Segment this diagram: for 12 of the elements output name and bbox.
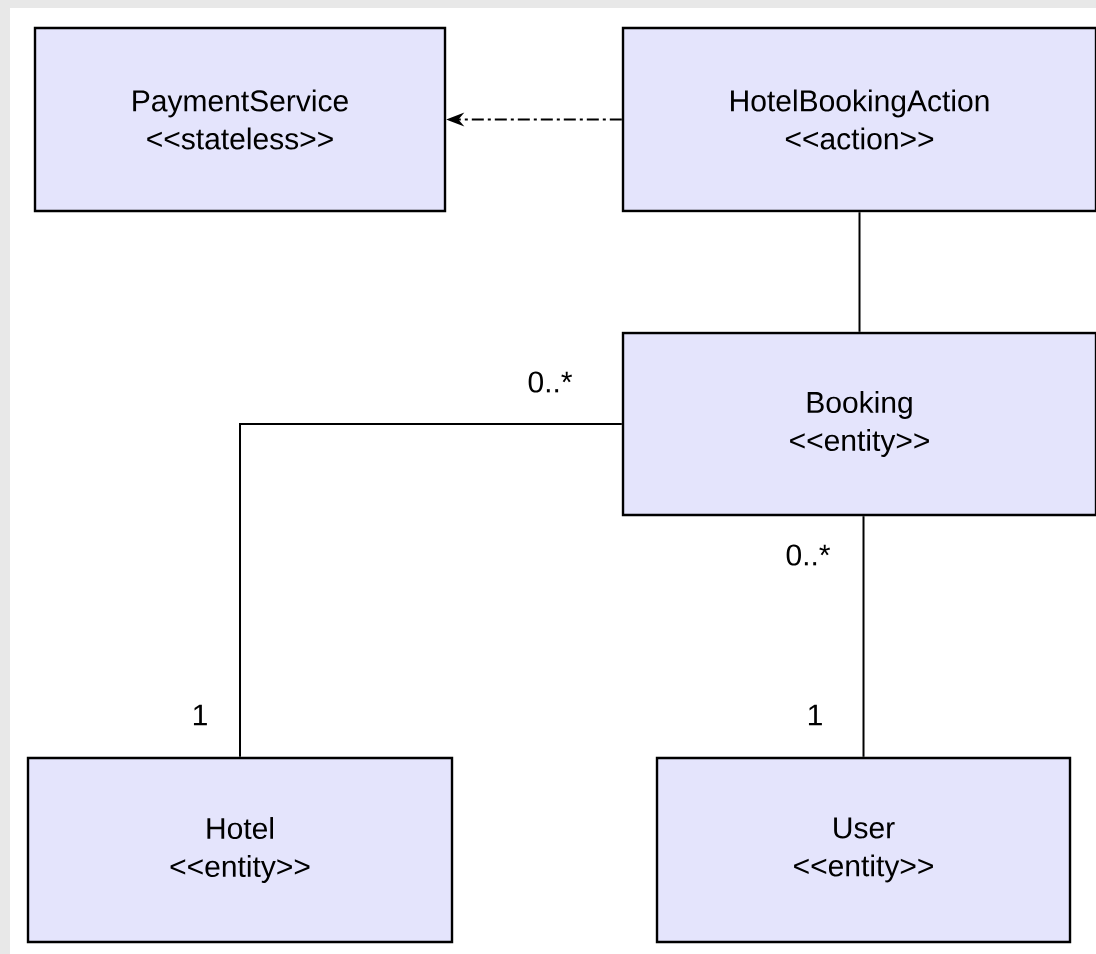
multiplicity-label: 0..*: [528, 371, 573, 393]
multiplicity-label: 1: [808, 704, 822, 726]
class-box: HotelBookingAction <<action>>: [621, 26, 1096, 213]
association-line: [862, 515, 865, 758]
association-line: [239, 423, 623, 758]
class-box: PaymentService <<stateless>>: [33, 26, 447, 213]
class-box: Booking <<entity>>: [621, 331, 1096, 517]
multiplicity-label: 0..*: [786, 544, 831, 566]
class-box: Hotel <<entity>>: [26, 756, 454, 944]
multiplicity-label: 1: [193, 704, 207, 726]
class-box: User <<entity>>: [655, 756, 1072, 944]
association-line: [858, 211, 861, 333]
